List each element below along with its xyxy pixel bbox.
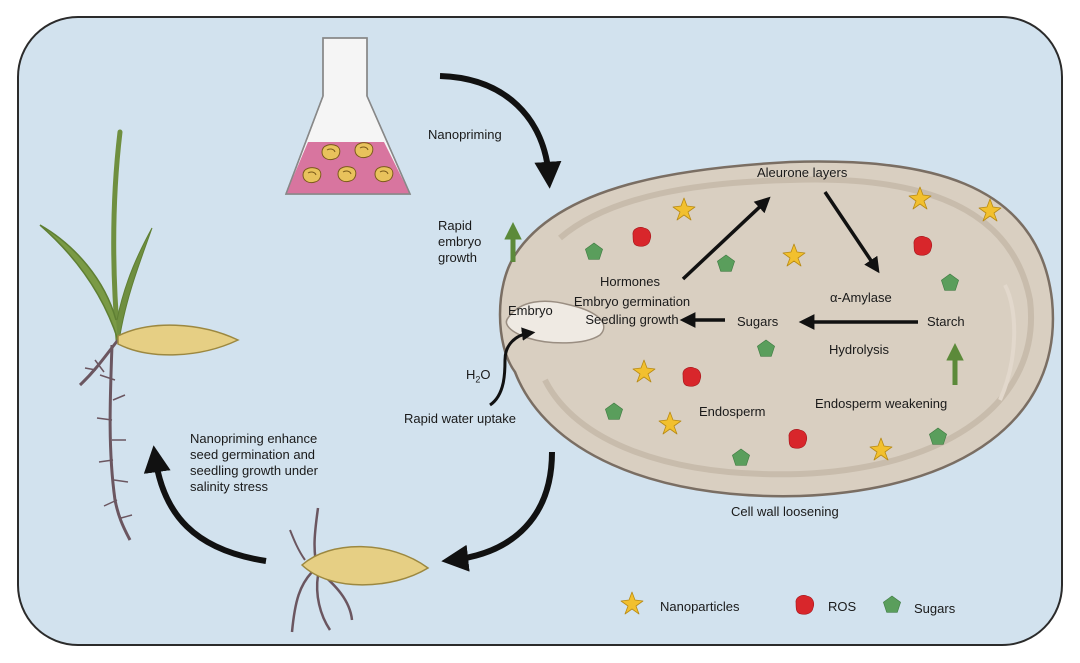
legend-ros-label: ROS — [828, 599, 857, 614]
ros-icon — [632, 227, 652, 247]
hormones-label: Hormones — [600, 274, 660, 289]
legend-ros-icon — [795, 595, 815, 615]
alpha-amylase-label: α-Amylase — [830, 290, 892, 305]
endosperm-label: Endosperm — [699, 404, 766, 419]
sugars-center-label: Sugars — [737, 314, 779, 329]
arrow-to-aleurone — [681, 196, 771, 281]
ros-icon — [788, 429, 808, 449]
legend-nanoparticles-label: Nanoparticles — [660, 599, 740, 614]
ros-icon — [682, 367, 702, 387]
endosperm-weakening-label: Endosperm weakening — [815, 396, 948, 411]
embryo-germination-label: Embryo germination — [573, 294, 691, 309]
starch-label: Starch — [927, 314, 965, 329]
aleurone-layers-label: Aleurone layers — [757, 165, 848, 180]
rapid-water-uptake-label: Rapid water uptake — [404, 411, 517, 426]
flask-icon — [284, 37, 412, 195]
water-uptake-arrow — [489, 327, 536, 407]
hydrolysis-label: Hydrolysis — [829, 342, 889, 357]
rapid-embryo-growth-label: Rapid embryo growth — [438, 218, 482, 265]
ros-icon — [913, 236, 933, 256]
nanopriming-arrow — [439, 73, 562, 189]
arrow-to-amylase — [823, 191, 880, 274]
embryo-label: Embryo — [508, 303, 553, 318]
seedling-growth-label: Seedling growth — [585, 312, 679, 327]
salinity-note-label: Nanopriming enhance seed germination and… — [190, 431, 318, 494]
cycle-arrow-to-seedling — [143, 445, 267, 564]
h2o-label: H2O — [466, 367, 491, 385]
legend-sugars-label: Sugars — [914, 601, 956, 616]
nanopriming-label: Nanopriming — [428, 127, 502, 142]
cycle-arrow-to-germinating-seed — [441, 451, 555, 572]
germinating-seed-icon — [289, 507, 430, 633]
seedling-icon — [39, 129, 240, 541]
cell-wall-loosening-label: Cell wall loosening — [731, 504, 839, 519]
